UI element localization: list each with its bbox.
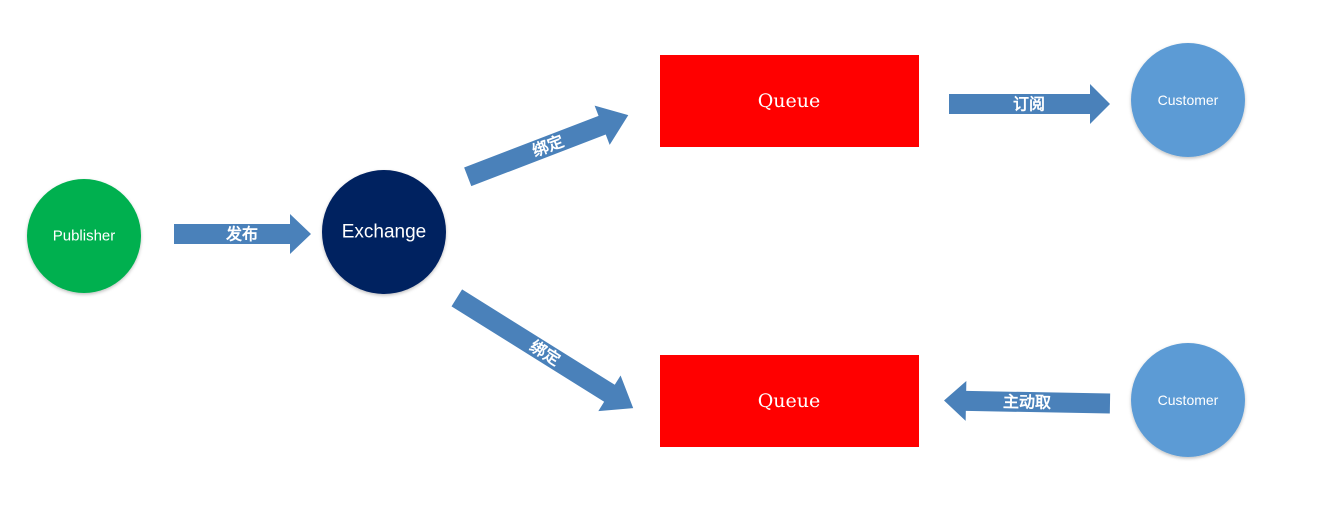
customer-top-circle: [1131, 43, 1245, 157]
bind-bottom-arrow-shape: [451, 289, 634, 412]
customer-bottom-label: Customer: [1158, 392, 1219, 408]
customer-top-label: Customer: [1158, 92, 1219, 108]
queue-bottom-label: Queue: [758, 390, 821, 412]
publish-arrow-label: 发布: [225, 225, 258, 244]
bind-top-arrow: 绑定: [464, 105, 629, 187]
customer-top-node: Customer: [1131, 43, 1245, 157]
publish-arrow: 发布: [174, 214, 311, 254]
queue-bottom-node: Queue: [660, 355, 919, 447]
customer-bottom-node: Customer: [1131, 343, 1245, 457]
bind-top-arrow-shape: [464, 105, 629, 187]
customer-bottom-circle: [1131, 343, 1245, 457]
queue-top-node: Queue: [660, 55, 919, 147]
queue-bottom-rect: [660, 355, 919, 447]
pull-arrow-shape: [944, 380, 1111, 421]
queue-top-rect: [660, 55, 919, 147]
bind-bottom-arrow: 绑定: [451, 289, 634, 412]
publisher-circle: [27, 179, 141, 293]
pull-arrow: 主动取: [944, 380, 1111, 421]
subscribe-arrow-label: 订阅: [1013, 95, 1045, 114]
exchange-label: Exchange: [342, 222, 427, 243]
publish-arrow-shape: [174, 214, 311, 254]
publisher-label: Publisher: [53, 228, 116, 245]
exchange-node: Exchange: [322, 170, 446, 294]
exchange-circle: [322, 170, 446, 294]
queue-top-label: Queue: [758, 90, 821, 112]
publisher-node: Publisher: [27, 179, 141, 293]
subscribe-arrow-shape: [949, 84, 1110, 124]
subscribe-arrow: 订阅: [949, 84, 1110, 124]
pull-arrow-label: 主动取: [1003, 392, 1051, 412]
